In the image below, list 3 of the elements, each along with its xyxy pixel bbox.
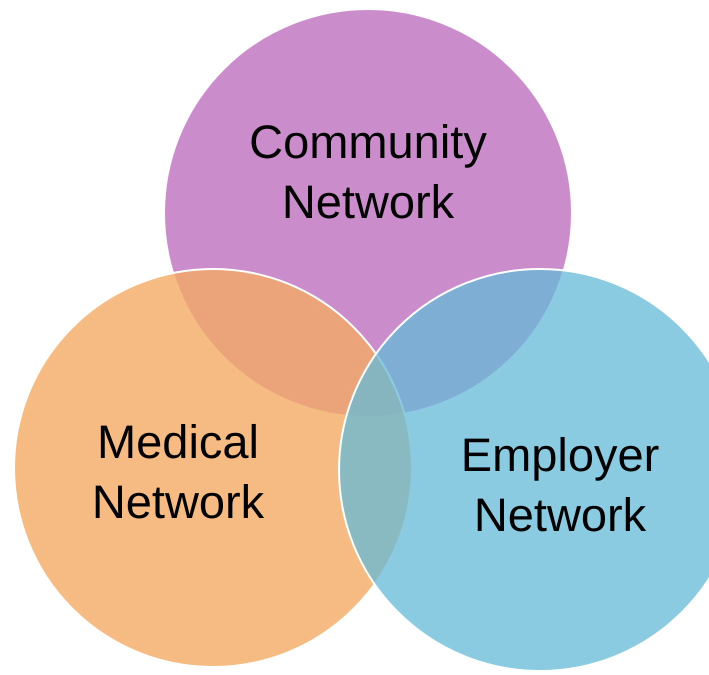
circle-label: Medical Network [90, 414, 266, 530]
circle-label: Community Network [248, 114, 488, 230]
circle-label: Employer Network [460, 427, 660, 543]
